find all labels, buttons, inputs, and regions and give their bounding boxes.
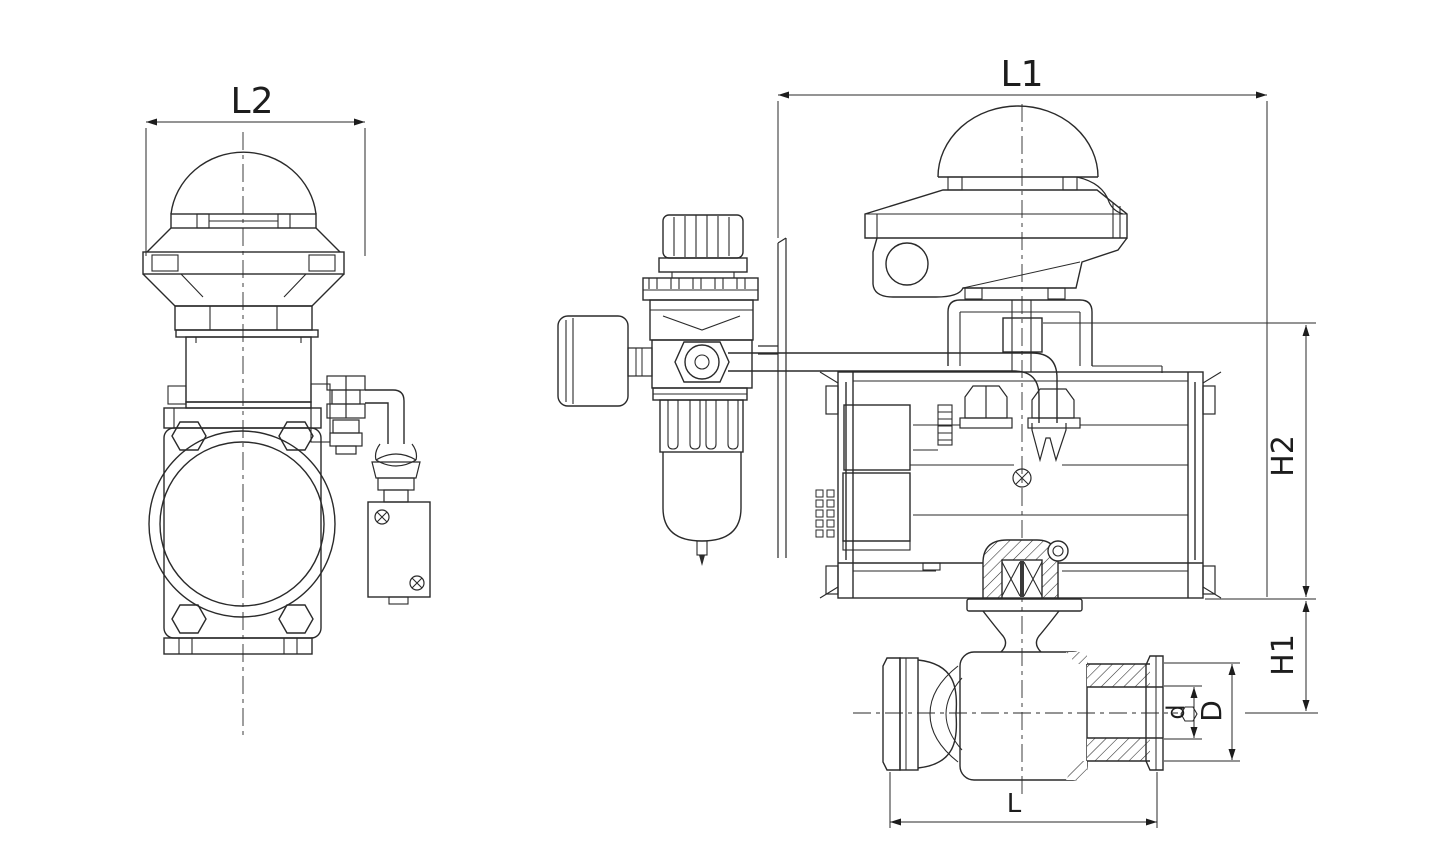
dimension-label-l: L bbox=[1007, 789, 1022, 819]
dimension-l-face-to-face: L bbox=[889, 772, 1158, 828]
dimension-label-h2: H2 bbox=[1266, 435, 1301, 477]
ball-valve bbox=[882, 598, 1164, 781]
solenoid-valve-side bbox=[842, 404, 953, 571]
bolt-hex bbox=[278, 421, 314, 451]
dimension-label-d: d bbox=[1162, 704, 1190, 719]
bolt-hex bbox=[171, 604, 207, 634]
switch-bracket bbox=[947, 299, 1163, 373]
regulator-body bbox=[649, 299, 754, 389]
lift-ear bbox=[1047, 540, 1069, 562]
tri-clamp-ferrule-right bbox=[1145, 655, 1164, 771]
filter-regulator bbox=[557, 214, 1058, 566]
air-pipe-front bbox=[365, 389, 405, 444]
tri-clamp-ferrule-left bbox=[882, 657, 958, 771]
mounting-bracket-plate bbox=[758, 237, 787, 558]
dimension-h2: H2 bbox=[1043, 322, 1316, 600]
dimension-d-bore: d bbox=[1162, 685, 1202, 740]
limit-switch-side bbox=[864, 105, 1128, 300]
limit-switch-box-front bbox=[142, 227, 345, 338]
bolt-hex bbox=[171, 421, 207, 451]
dimension-label-l1: L1 bbox=[1001, 54, 1044, 95]
actuator-front bbox=[163, 336, 331, 443]
dimension-l1: L1 bbox=[777, 54, 1268, 597]
regulator-lock-ring bbox=[642, 277, 759, 301]
outlet-port bbox=[1066, 652, 1163, 780]
valve-body bbox=[959, 651, 1088, 781]
air-fitting-stack bbox=[326, 375, 366, 455]
dimension-label-d-outer: D bbox=[1195, 700, 1228, 722]
limit-switch-dome bbox=[170, 151, 317, 229]
stem-boss bbox=[982, 539, 1069, 599]
air-pipe-side bbox=[728, 352, 1058, 423]
filter-bowl bbox=[652, 387, 748, 566]
front-view: L2 bbox=[142, 81, 431, 736]
dimension-label-h1: H1 bbox=[1266, 634, 1301, 676]
dimension-d-outer: D bbox=[1164, 662, 1240, 762]
stem-flange bbox=[966, 598, 1083, 612]
regulator-knob bbox=[658, 214, 748, 278]
dimension-l2: L2 bbox=[145, 81, 366, 256]
solenoid-valve-front bbox=[367, 501, 431, 605]
bolt-hex bbox=[278, 604, 314, 634]
air-port-fitting bbox=[959, 385, 1081, 463]
swivel-fitting bbox=[371, 443, 421, 503]
cable-entry-boss bbox=[885, 242, 929, 286]
pressure-gauge bbox=[557, 315, 653, 407]
valve-face-plate bbox=[148, 421, 336, 639]
dimension-label-l2: L2 bbox=[231, 81, 274, 122]
side-view: L1 H2 H1 d D bbox=[557, 54, 1318, 828]
dimension-h1: H1 bbox=[1245, 601, 1318, 714]
clamp-band-front bbox=[163, 637, 313, 655]
exhaust-muffler bbox=[815, 489, 835, 538]
center-screw bbox=[1012, 468, 1032, 488]
limit-switch-dome bbox=[937, 105, 1099, 178]
valve-neck bbox=[982, 610, 1060, 653]
